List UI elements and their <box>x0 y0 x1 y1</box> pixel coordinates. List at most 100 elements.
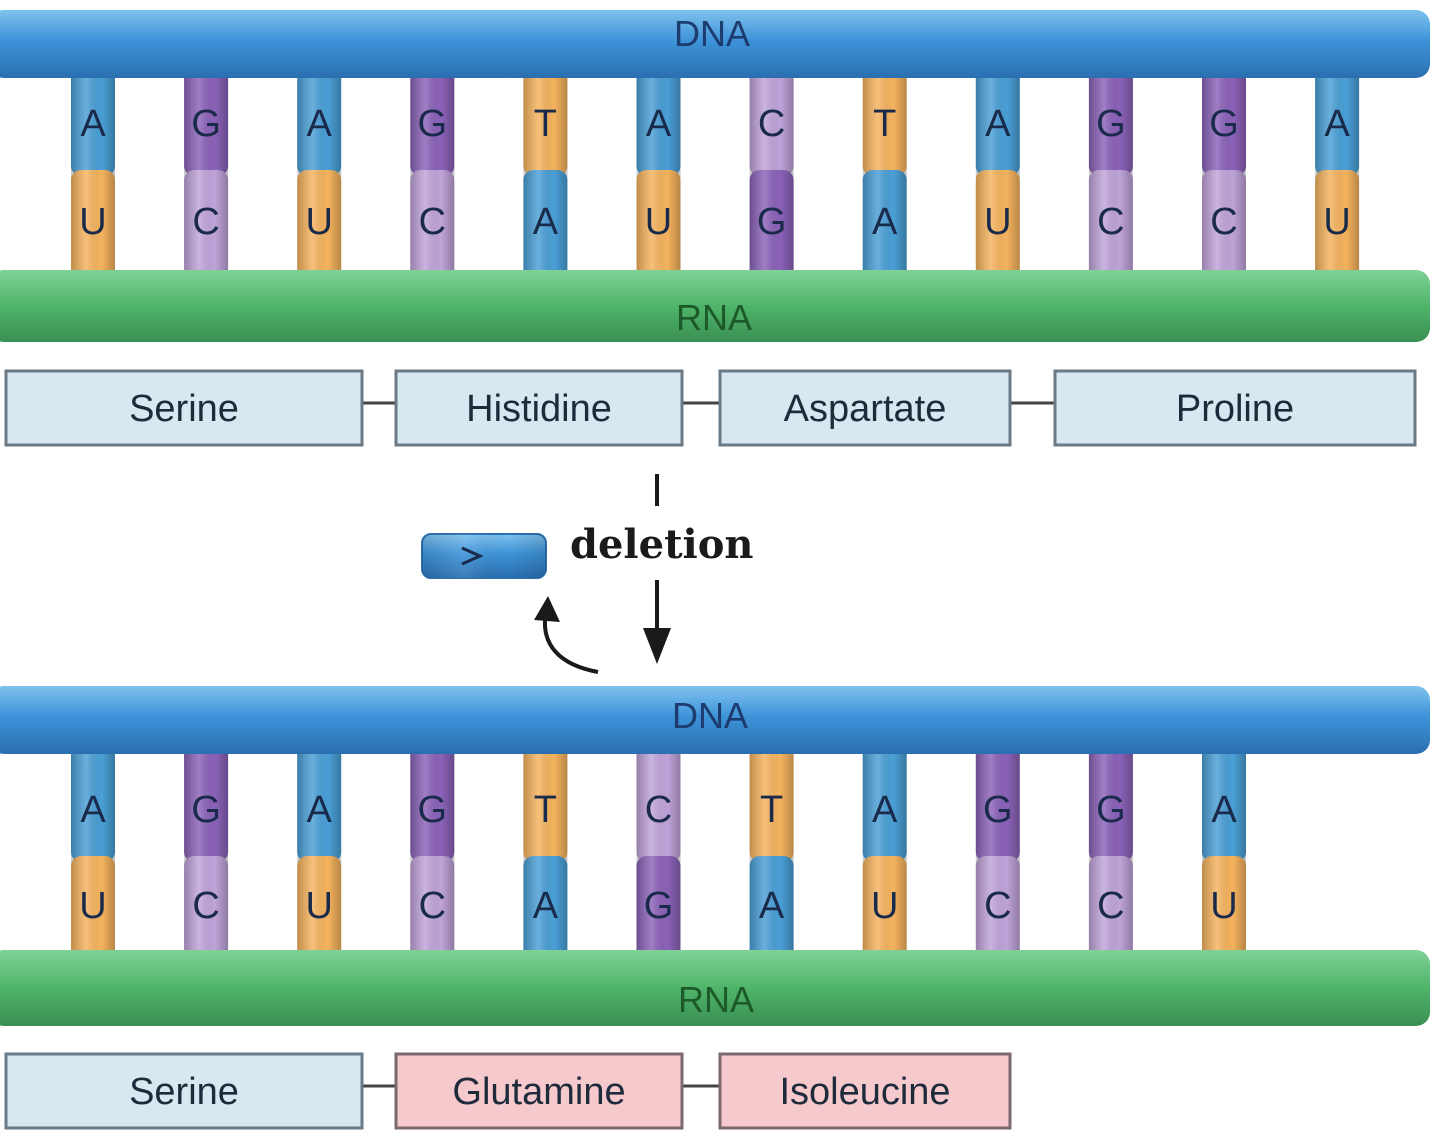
rna-base-letter: C <box>192 201 219 243</box>
dna-base-letter: A <box>80 103 106 145</box>
original-rna-backbone <box>0 270 1430 342</box>
rod-shading <box>1088 736 1133 970</box>
amino-acid-label: Proline <box>1176 388 1294 430</box>
amino-acid-label: Glutamine <box>452 1071 625 1113</box>
rna-base-letter: C <box>1210 201 1237 243</box>
dna-base-letter: A <box>307 103 333 145</box>
rod-shading <box>749 52 794 288</box>
deletion-label: deletion <box>570 521 754 568</box>
down-arrow-icon <box>643 628 671 664</box>
dna-base-letter: A <box>80 789 106 831</box>
dna-base-letter: C <box>758 103 785 145</box>
rod-shading <box>749 736 794 970</box>
rna-base-letter: U <box>305 201 332 243</box>
amino-acid-label: Serine <box>129 1071 239 1113</box>
rna-base-letter: G <box>757 201 787 243</box>
dna-base-letter: G <box>983 789 1013 831</box>
rna-base-letter: C <box>984 885 1011 927</box>
rna-base-letter: U <box>645 201 672 243</box>
rna-base-letter: C <box>1097 885 1124 927</box>
rod-shading <box>184 52 229 288</box>
dna-base-letter: A <box>985 103 1011 145</box>
rod-shading <box>184 736 229 970</box>
dna-base-letter: G <box>1096 789 1126 831</box>
rna-base-letter: C <box>1097 201 1124 243</box>
rna-base-letter: C <box>192 885 219 927</box>
original-dna-label: DNA <box>674 13 750 54</box>
amino-acid-label: Isoleucine <box>779 1071 950 1113</box>
dna-base-letter: T <box>760 789 783 831</box>
amino-acid-box <box>1053 369 1417 447</box>
rod-shading <box>410 52 455 288</box>
rna-base-letter: C <box>419 201 446 243</box>
rod-shading <box>862 736 907 970</box>
dna-base-letter: G <box>191 103 221 145</box>
dna-base-letter: A <box>307 789 333 831</box>
mutated-amino-acid-box <box>718 1052 1012 1130</box>
rna-base-letter: A <box>533 201 559 243</box>
dna-base-letter: T <box>534 789 557 831</box>
amino-acid-box <box>718 369 1012 447</box>
mutated-dna-backbone <box>0 686 1430 754</box>
rod-shading <box>410 736 455 970</box>
rod-shading <box>636 52 681 288</box>
rod-shading <box>975 736 1020 970</box>
dna-base-letter: A <box>872 789 898 831</box>
amino-acid-label: Histidine <box>466 388 612 430</box>
amino-acid-label: Serine <box>129 388 239 430</box>
dna-base-letter: T <box>534 103 557 145</box>
mutated-amino-acid-box <box>394 1052 684 1130</box>
rod-shading <box>297 736 342 970</box>
mutated-rna-label: RNA <box>678 979 754 1020</box>
rna-base-letter: U <box>305 885 332 927</box>
dna-base-letter: G <box>1096 103 1126 145</box>
rod-shading <box>1088 52 1133 288</box>
up-arrow-icon <box>534 596 560 622</box>
rod-shading <box>71 52 115 288</box>
amino-acid-box <box>4 369 364 447</box>
dna-base-letter: T <box>873 103 896 145</box>
dna-base-letter: A <box>1324 103 1350 145</box>
fragment-mark-icon <box>461 546 484 566</box>
rod-shading <box>636 736 681 970</box>
rna-base-letter: U <box>79 201 106 243</box>
removed-base-fragment <box>421 533 547 579</box>
rod-shading <box>975 52 1020 288</box>
original-dna-backbone <box>0 10 1430 78</box>
dna-base-letter: A <box>1211 789 1237 831</box>
rna-base-letter: U <box>984 201 1011 243</box>
rna-base-letter: U <box>871 885 898 927</box>
rod-shading <box>862 52 907 288</box>
rod-shading <box>1202 736 1246 970</box>
rna-base-letter: U <box>79 885 106 927</box>
rna-base-letter: A <box>759 885 785 927</box>
rod-shading <box>523 52 568 288</box>
dna-base-letter: G <box>1209 103 1239 145</box>
mutated-rna-backbone <box>0 950 1430 1026</box>
rod-shading <box>297 52 342 288</box>
mutated-dna-label: DNA <box>672 695 748 736</box>
original-rna-label: RNA <box>676 297 752 338</box>
dna-base-letter: G <box>418 789 448 831</box>
amino-acid-box <box>394 369 684 447</box>
dna-base-letter: A <box>646 103 672 145</box>
mutated-amino-chain: Serine Glutamine Isoleucine <box>4 1052 1012 1130</box>
curved-arrow-icon <box>543 611 599 674</box>
rna-base-letter: C <box>419 885 446 927</box>
dna-base-letter: C <box>645 789 672 831</box>
original-amino-chain: Serine Histidine Aspartate Proline <box>4 369 1417 447</box>
dna-base-letter: G <box>418 103 448 145</box>
dna-base-letter: G <box>191 789 221 831</box>
rna-base-letter: U <box>1210 885 1237 927</box>
amino-acid-label: Aspartate <box>784 388 947 430</box>
rod-shading <box>1202 52 1246 288</box>
rod-shading <box>71 736 115 970</box>
rna-base-letter: G <box>644 885 674 927</box>
rna-base-letter: U <box>1323 201 1350 243</box>
rod-shading <box>523 736 568 970</box>
